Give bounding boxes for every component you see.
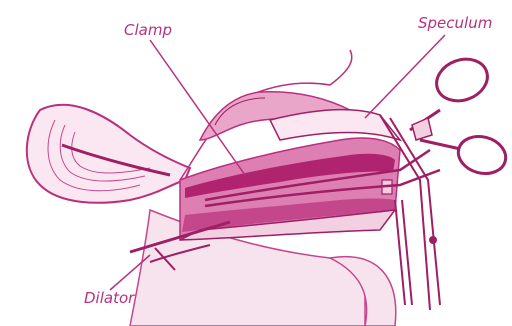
uterus — [27, 105, 190, 203]
speculum-leader-line — [365, 35, 445, 118]
dilator-label: Dilator — [84, 291, 134, 306]
clamp-label: Clamp — [124, 23, 172, 38]
speculum-label: Speculum — [418, 16, 492, 31]
